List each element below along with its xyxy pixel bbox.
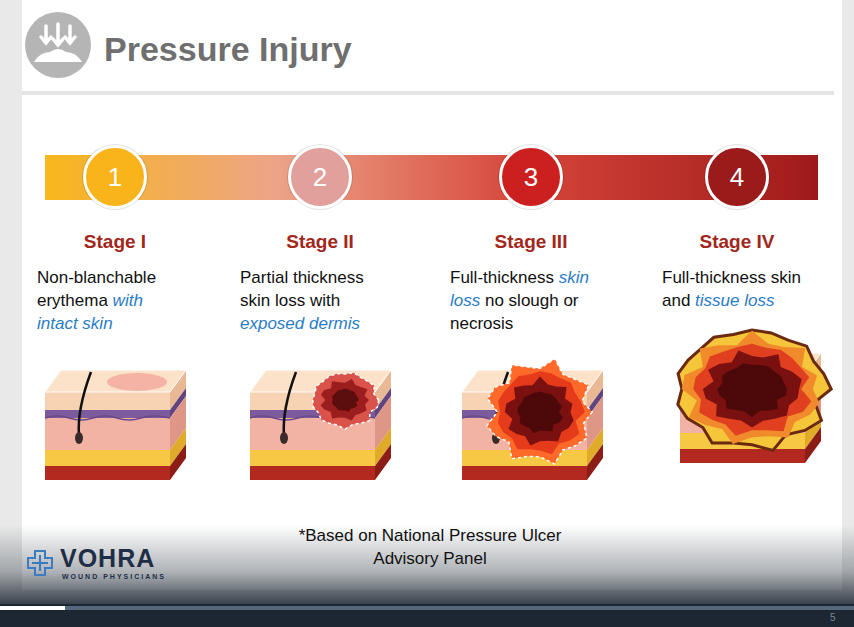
stage-number: 1 bbox=[108, 162, 122, 193]
stage-circle: 3 bbox=[499, 145, 563, 209]
slide-title: Pressure Injury bbox=[104, 30, 352, 69]
hair-symbol bbox=[284, 372, 296, 436]
wound-layer bbox=[682, 330, 820, 444]
slide-background bbox=[22, 0, 842, 590]
page-number: 5 bbox=[830, 612, 836, 623]
wound-layer bbox=[487, 359, 592, 464]
tissue-layer-side bbox=[170, 444, 186, 480]
arrow-symbol bbox=[53, 24, 63, 45]
skin-block bbox=[45, 370, 186, 480]
description-text: Full-thickness bbox=[450, 268, 554, 287]
skin-block bbox=[678, 330, 831, 463]
wound-layer bbox=[505, 376, 574, 445]
stage-circle: 2 bbox=[288, 145, 352, 209]
erythema-patch bbox=[107, 373, 167, 391]
stage-heading: Stage I bbox=[30, 231, 200, 253]
tissue-layer bbox=[680, 449, 805, 463]
hair-symbol bbox=[79, 372, 91, 436]
tissue-layer-side bbox=[587, 444, 603, 480]
wound-layer bbox=[693, 344, 811, 436]
skin-illustrations bbox=[45, 330, 831, 480]
progress-track bbox=[0, 606, 854, 610]
stage-description: Partial thickness skin loss with exposed… bbox=[240, 266, 385, 335]
tissue-layer bbox=[250, 466, 375, 480]
stage-description: Full-thickness skin loss no slough or ne… bbox=[450, 266, 610, 335]
stage-number: 2 bbox=[313, 162, 327, 193]
wound-layer bbox=[332, 389, 359, 412]
stage-circle: 1 bbox=[83, 145, 147, 209]
wound-layer bbox=[517, 391, 563, 433]
stage-number: 4 bbox=[730, 162, 744, 193]
tissue-layer bbox=[45, 392, 170, 410]
emphasis-text: tissue loss bbox=[695, 291, 774, 310]
stage-circle: 4 bbox=[705, 145, 769, 209]
pressure-arrows bbox=[41, 24, 75, 45]
tissue-layer bbox=[45, 466, 170, 480]
hair-follicle bbox=[280, 432, 288, 444]
header-rule bbox=[22, 91, 834, 95]
wound-layer bbox=[717, 364, 787, 417]
logo-tagline: WOUND PHYSICIANS bbox=[62, 573, 166, 580]
stage-heading: Stage II bbox=[235, 231, 405, 253]
progress-fill bbox=[0, 606, 65, 610]
stage-description: Full-thickness skin and tissue loss bbox=[662, 266, 822, 312]
wound-layer bbox=[498, 371, 585, 454]
cross-symbol bbox=[28, 551, 52, 575]
skin-block bbox=[462, 359, 603, 480]
source-caption: *Based on National Pressure Ulcer Adviso… bbox=[280, 524, 580, 570]
pressure-icon bbox=[25, 12, 91, 78]
emphasis-text: exposed dermis bbox=[240, 314, 360, 333]
severity-bar bbox=[45, 155, 818, 200]
logo-wordmark: VOHRA bbox=[60, 544, 155, 573]
stage-heading: Stage III bbox=[446, 231, 616, 253]
stage-number: 3 bbox=[524, 162, 538, 193]
cross-symbol bbox=[32, 555, 48, 571]
tissue-layer-side bbox=[375, 444, 391, 480]
skin-surface-symbol bbox=[34, 49, 82, 62]
wound-layer bbox=[313, 373, 379, 429]
arrow-symbol bbox=[65, 26, 75, 43]
wound-layer bbox=[703, 350, 802, 427]
basement-membrane bbox=[45, 416, 170, 420]
tissue-layer bbox=[45, 450, 170, 466]
wound-layer bbox=[321, 379, 369, 421]
description-text: Partial thickness skin loss with bbox=[240, 268, 364, 310]
tissue-layer bbox=[250, 450, 375, 466]
logo-cross bbox=[28, 551, 52, 575]
skin-block bbox=[250, 370, 391, 480]
tissue-layer bbox=[462, 466, 587, 480]
video-controls bbox=[0, 604, 854, 627]
skin-surface bbox=[45, 370, 186, 392]
hair-follicle bbox=[75, 432, 83, 444]
stage-description: Non-blanchable erythema with intact skin bbox=[37, 266, 177, 335]
tissue-layer bbox=[45, 418, 170, 450]
tissue-layer-side bbox=[805, 427, 821, 463]
stage-heading: Stage IV bbox=[652, 231, 822, 253]
video-shade bbox=[0, 525, 854, 610]
wound-layer bbox=[678, 330, 831, 450]
arrow-symbol bbox=[41, 26, 51, 43]
